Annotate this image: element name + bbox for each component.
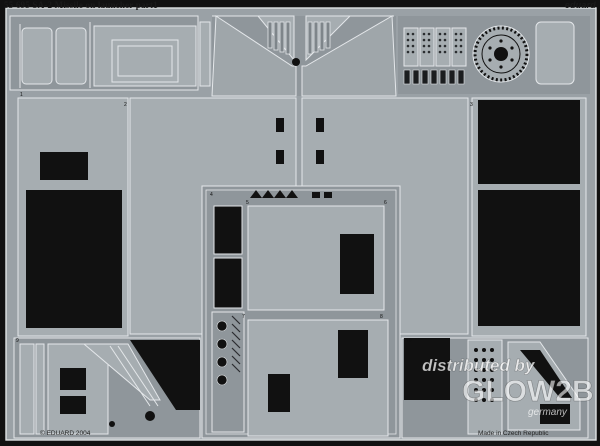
brand-logo: eduard bbox=[564, 0, 596, 10]
left-large-panel bbox=[17, 97, 129, 337]
center-box bbox=[201, 185, 401, 439]
part-number-label: 8 bbox=[380, 314, 383, 320]
title-text: SA-2 Missile on launcher bbox=[32, 0, 134, 10]
part-number: 55 695 bbox=[4, 0, 30, 10]
etched-window bbox=[478, 100, 580, 184]
part-number-label: 9 bbox=[16, 338, 19, 344]
part-number-label: 5 bbox=[246, 200, 249, 206]
top-center-v-section bbox=[211, 15, 397, 97]
fret-title: 55 695 SA-2 Missile on launcher part1 bbox=[4, 0, 158, 10]
part-number-label: 6 bbox=[384, 200, 387, 206]
etched-window bbox=[40, 152, 88, 180]
part-number-label: 1 bbox=[20, 92, 23, 98]
bottom-right-parts bbox=[401, 337, 589, 439]
etched-window bbox=[26, 190, 122, 328]
etched-window bbox=[478, 190, 580, 326]
gear-part bbox=[472, 25, 530, 83]
copyright-text: © EDUARD 2004 bbox=[40, 430, 91, 437]
part-number-label: 3 bbox=[470, 102, 473, 108]
part-number-label: 10 bbox=[406, 338, 412, 344]
top-right-parts bbox=[398, 16, 590, 94]
top-left-parts bbox=[9, 15, 199, 91]
part-number-label: 2 bbox=[124, 102, 127, 108]
origin-text: Made in Czech Republic bbox=[478, 430, 549, 437]
part-number-label: 7 bbox=[242, 314, 245, 320]
bottom-left-parts bbox=[13, 337, 201, 439]
part-number-label: 4 bbox=[210, 192, 213, 198]
right-large-panel bbox=[471, 97, 587, 337]
part-label: part1 bbox=[135, 0, 158, 10]
